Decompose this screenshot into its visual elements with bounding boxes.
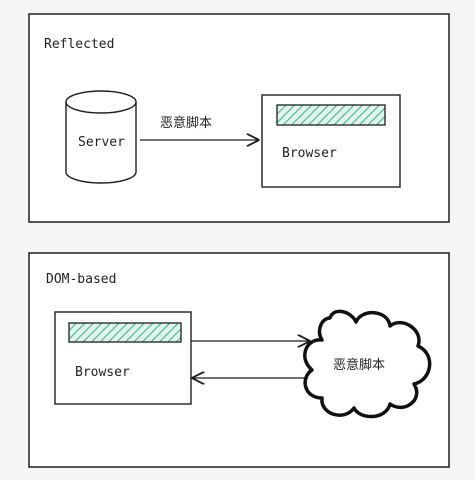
reflected-browser-label: Browser <box>282 146 337 161</box>
reflected-arrow-label: 恶意脚本 <box>160 115 212 131</box>
reflected-browser-address-bar <box>276 104 386 126</box>
malicious-script-cloud <box>303 309 432 419</box>
reflected-title: Reflected <box>44 37 114 52</box>
server-label: Server <box>78 135 125 150</box>
dom-browser-label: Browser <box>75 365 130 380</box>
reflected-panel: Reflected Server 恶意脚本 Browser <box>28 13 450 223</box>
server-cylinder <box>65 90 137 184</box>
cloud-label: 恶意脚本 <box>333 357 385 373</box>
dom-based-panel: DOM-based Browser 恶意脚本 <box>28 252 450 468</box>
dom-browser-address-bar <box>68 322 182 343</box>
dom-based-title: DOM-based <box>46 272 116 287</box>
